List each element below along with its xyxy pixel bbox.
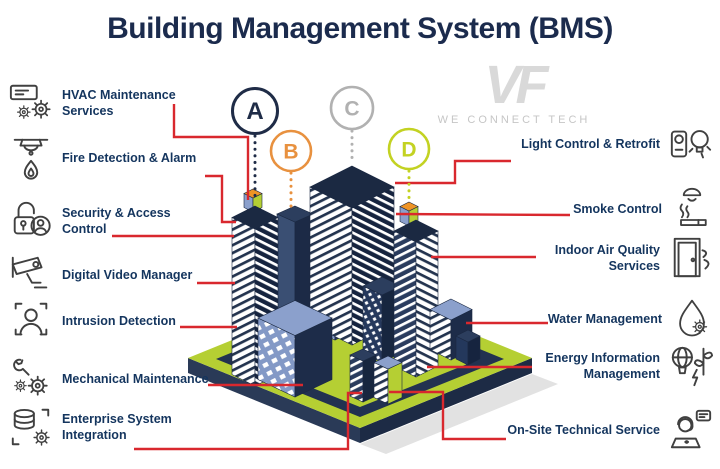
vf-logo-tagline: WE CONNECT TECH	[437, 114, 591, 126]
feature-hvac: HVAC Maintenance Services	[8, 80, 212, 126]
tower-d	[393, 201, 439, 378]
feature-security: Security & Access Control	[8, 198, 212, 244]
markers: A B C D	[231, 85, 431, 173]
feature-fire: Fire Detection & Alarm	[8, 134, 196, 182]
tower-dotted-windows	[362, 276, 402, 363]
svg-text:A: A	[246, 98, 263, 125]
feature-label: Smoke Control	[573, 202, 662, 216]
svg-text:C: C	[344, 98, 359, 121]
tower-midback	[276, 205, 314, 331]
intrusion-detection-icon	[8, 298, 54, 344]
energy-info-icon	[668, 342, 714, 390]
feature-light: Light Control & Retrofit	[521, 120, 714, 168]
feature-label: Intrusion Detection	[62, 314, 176, 328]
feature-label: Enterprise System Integration	[62, 412, 172, 442]
enterprise-integration-icon	[8, 404, 54, 450]
feature-label: Mechanical Maintenance	[62, 372, 209, 386]
hvac-icon	[8, 80, 54, 126]
feature-label: Security & Access Control	[62, 206, 171, 236]
cctv-camera-icon	[8, 252, 54, 298]
lowrise-front-left	[257, 300, 333, 398]
fire-detection-icon	[8, 134, 54, 182]
marker-dotted-lines	[253, 129, 411, 212]
mechanical-icon	[8, 356, 54, 402]
feature-intrusion: Intrusion Detection	[8, 298, 176, 344]
feature-enterprise: Enterprise System Integration	[8, 404, 212, 450]
svg-text:D: D	[401, 139, 416, 162]
marker-a: A	[231, 87, 279, 135]
security-access-icon	[8, 198, 54, 244]
small-green-front	[373, 355, 403, 405]
feature-label: On-Site Technical Service	[507, 423, 660, 437]
feature-label: Water Management	[547, 312, 662, 326]
water-management-icon	[670, 296, 714, 342]
city-buildings	[231, 165, 481, 405]
connector-light	[395, 159, 511, 185]
tower-central-main	[309, 165, 395, 346]
feature-label: Digital Video Manager	[62, 268, 193, 282]
connector-onsite	[389, 390, 506, 441]
smoke-control-icon	[670, 186, 714, 232]
feature-label: HVAC Maintenance Services	[62, 88, 176, 118]
feature-water: Water Management	[548, 296, 714, 342]
marker-b: B	[269, 129, 313, 173]
feature-video: Digital Video Manager	[8, 252, 192, 298]
vf-logo: VF WE CONNECT TECH	[436, 58, 592, 126]
small-navy-front	[349, 348, 377, 403]
connector-smoke	[395, 212, 571, 217]
feature-onsite: On-Site Technical Service	[507, 406, 714, 454]
vf-logo-monogram: VF	[484, 55, 548, 115]
feature-smoke: Smoke Control	[573, 186, 714, 232]
onsite-service-icon	[668, 406, 714, 454]
feature-mechanical: Mechanical Maintenance	[8, 356, 209, 402]
feature-air: Indoor Air Quality Services	[530, 234, 714, 282]
light-control-icon	[668, 120, 714, 168]
connector-enterprise	[134, 391, 362, 451]
page-title: Building Management System (BMS)	[107, 12, 613, 45]
connector-lines	[112, 104, 571, 451]
feature-label: Light Control & Retrofit	[521, 137, 660, 151]
feature-label: Indoor Air Quality Services	[554, 243, 660, 273]
marker-c: C	[329, 85, 375, 131]
feature-label: Fire Detection & Alarm	[62, 151, 197, 165]
svg-text:B: B	[283, 141, 298, 164]
marker-d: D	[387, 127, 431, 171]
feature-energy: Energy Information Management	[530, 342, 714, 390]
connector-hvac	[172, 104, 250, 200]
indoor-air-icon	[668, 234, 714, 282]
feature-label: Energy Information Management	[545, 351, 660, 381]
connector-fire	[205, 174, 236, 224]
